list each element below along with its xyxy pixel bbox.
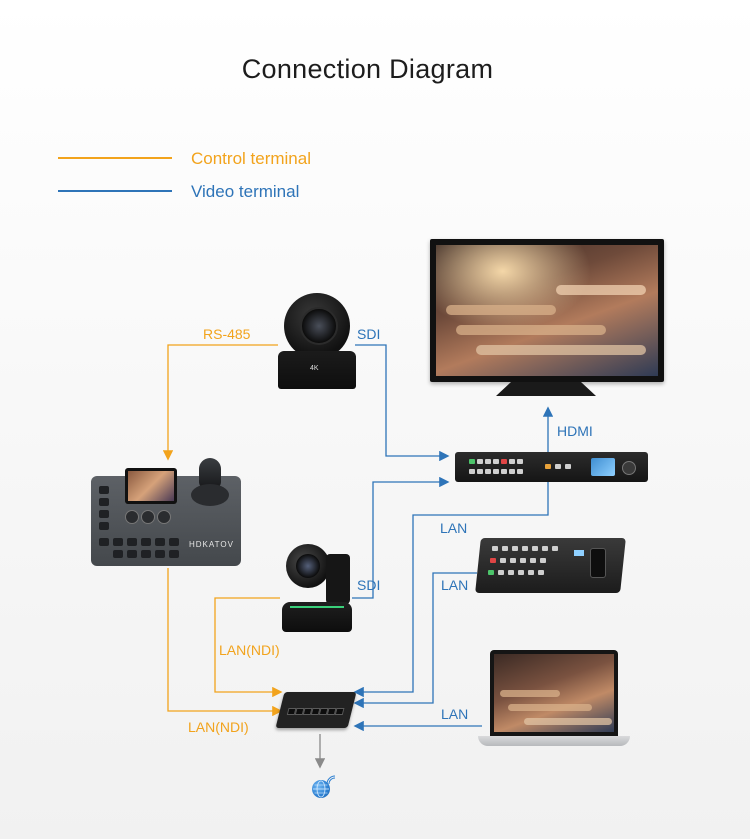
lan-controller-line [353,572,477,709]
ptz-keyboard-controller: HDKATOV [91,458,241,566]
switcher-control-panel [475,538,626,593]
lan-ndi-ptz-label: LAN(NDI) [219,642,280,658]
sdi-ptz-label: SDI [357,577,381,593]
hdmi-label: HDMI [557,423,593,439]
ptz-camera-top: 4K [278,293,356,389]
lan-laptop-label: LAN [441,706,469,722]
lan-switcher-label: LAN [440,520,468,536]
network-switch [275,692,357,728]
rs485-label: RS-485 [203,326,251,342]
legend-control-label: Control terminal [191,149,311,168]
rs485-line [162,344,278,461]
globe-icon [312,780,330,798]
lan-controller-label: LAN [441,577,469,593]
video-switcher [455,452,648,482]
lan-switcher-line [353,482,549,698]
page-title: Connection Diagram [241,54,494,84]
signal-icon [326,775,336,785]
camera-4k-badge: 4K [310,365,319,372]
keyboard-brand-label: HDKATOV [189,540,234,549]
tv-monitor [430,239,664,402]
legend-video-label: Video terminal [191,182,300,201]
lan-ndi-ptz-line [214,597,283,698]
legend-control-line [58,157,172,159]
ptz-camera-ndi [282,544,352,632]
lan-ndi-keyboard-label: LAN(NDI) [188,719,249,735]
sdi-top-label: SDI [357,326,381,342]
tv-screen-image [436,245,658,376]
lan-ndi-keyboard-line [167,568,283,717]
sdi-ptz-line [352,476,450,599]
laptop [478,650,630,748]
legend-video-line [58,190,172,192]
sdi-top-line [355,344,450,462]
